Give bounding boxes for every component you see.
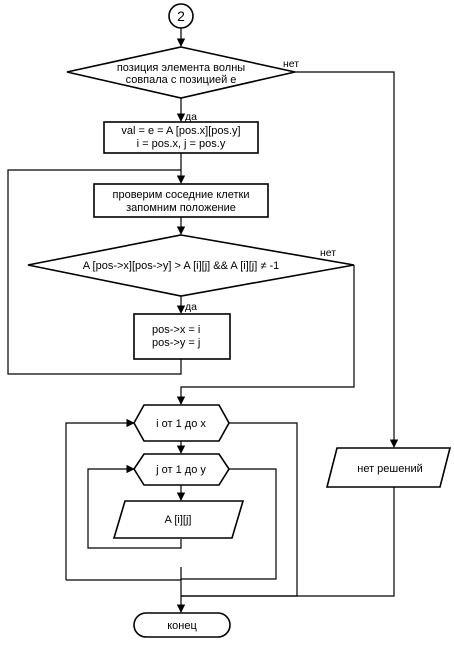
decision1-line1: позиция элемента волны: [117, 62, 245, 74]
connector-label: 2: [177, 8, 185, 24]
terminator-end: конец: [133, 612, 231, 638]
connector-lines: [7, 28, 399, 613]
process-update-pos: pos->x = i pos->y = j: [133, 313, 231, 360]
output-label: A [i][j]: [165, 514, 192, 526]
loop-j-label: j от 1 до y: [155, 464, 206, 476]
yes-label-2: да: [185, 301, 197, 313]
decision2-text: A [pos->x][pos->y] > A [i][j] && A [i][j…: [83, 260, 280, 272]
decision1-line2: совпала с позицией е: [126, 74, 237, 86]
terminator-label: конец: [167, 620, 197, 632]
assign-line2: i = pos.x, j = pos.y: [137, 138, 226, 150]
start-connector: 2: [168, 3, 194, 29]
loop-j: j от 1 до y: [133, 453, 230, 486]
update-line1: pos->x = i: [152, 324, 200, 336]
process-check-neighbors: проверим соседние клетки запомним положе…: [93, 183, 269, 218]
process-assign: val = e = A [pos.x][pos.y] i = pos.x, j …: [103, 121, 259, 154]
yes-label-1: да: [185, 111, 197, 123]
check-line1: проверим соседние клетки: [113, 189, 250, 201]
loop-i: i от 1 до x: [133, 404, 230, 442]
no-label-1: нет: [283, 58, 299, 70]
output-no-solution: нет решений: [325, 447, 452, 488]
no-solution-label: нет решений: [357, 463, 422, 475]
update-line2: pos->y = j: [152, 337, 200, 349]
decision-position-match: позиция элемента волны совпала с позицие…: [66, 46, 296, 99]
output-element: A [i][j]: [112, 500, 245, 539]
no-label-2: нет: [320, 247, 336, 259]
decision-compare: A [pos->x][pos->y] > A [i][j] && A [i][j…: [27, 234, 355, 297]
check-line2: запомним положение: [126, 202, 236, 214]
assign-line1: val = e = A [pos.x][pos.y]: [121, 125, 240, 137]
loop-i-label: i от 1 до x: [156, 418, 206, 430]
